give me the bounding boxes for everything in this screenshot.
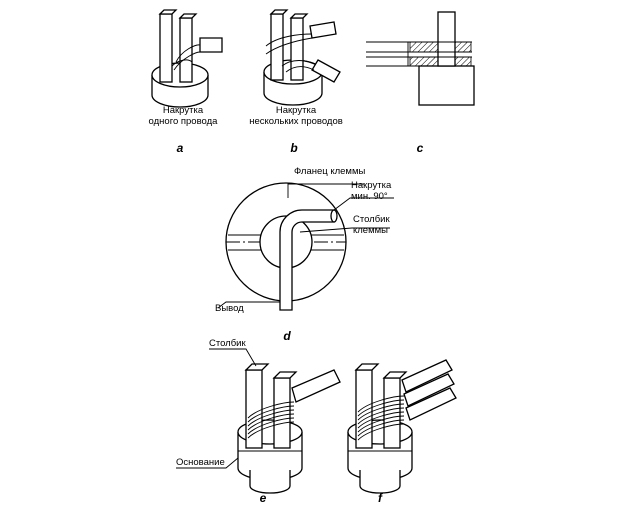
terminal-post	[158, 9, 198, 83]
figure-e: Столбик Основание e	[176, 338, 341, 505]
label-wrap-line2: мин. 90°	[351, 191, 388, 202]
terminal-base	[418, 65, 475, 106]
label-post-line1: Столбик	[353, 214, 390, 225]
leader-lines	[217, 183, 394, 309]
wires	[401, 359, 457, 421]
wire	[171, 37, 223, 71]
caption-line2: одного провода	[149, 116, 219, 127]
figure-letter: d	[283, 329, 291, 343]
terminal-post	[437, 11, 456, 67]
wire-wrap	[279, 209, 338, 311]
label-wrap-line1: Накрутка	[351, 180, 392, 191]
caption-line1: Накрутка	[276, 105, 317, 116]
figure-letter: a	[177, 141, 184, 155]
wire-upper	[265, 21, 337, 55]
figure-letter: c	[417, 141, 424, 155]
label-lead: Вывод	[215, 303, 244, 314]
figure-b: Накрутка нескольких проводов b	[249, 9, 343, 155]
caption-line1: Накрутка	[163, 105, 204, 116]
figure-letter: f	[378, 491, 383, 505]
figure-letter: e	[260, 491, 267, 505]
label-base: Основание	[176, 457, 225, 468]
label-post: Столбик	[209, 338, 246, 349]
figure-d: Фланец клеммы Накрутка мин. 90° Столбик …	[215, 166, 394, 343]
wire	[291, 369, 341, 403]
label-post-line2: клеммы	[353, 225, 388, 236]
wire-lower	[281, 59, 341, 83]
terminal-post	[269, 9, 309, 81]
wrap-section	[409, 41, 472, 67]
wire-turns	[247, 401, 295, 439]
caption-line2: нескольких проводов	[249, 116, 343, 127]
figure-f: f	[347, 359, 457, 505]
label-flange: Фланец клеммы	[294, 166, 365, 177]
figure-a: Накрутка одного провода a	[149, 9, 223, 155]
wire-turns	[357, 395, 405, 441]
figure-letter: b	[290, 141, 297, 155]
leader-lines	[176, 348, 257, 469]
figure-c: c	[366, 11, 475, 155]
